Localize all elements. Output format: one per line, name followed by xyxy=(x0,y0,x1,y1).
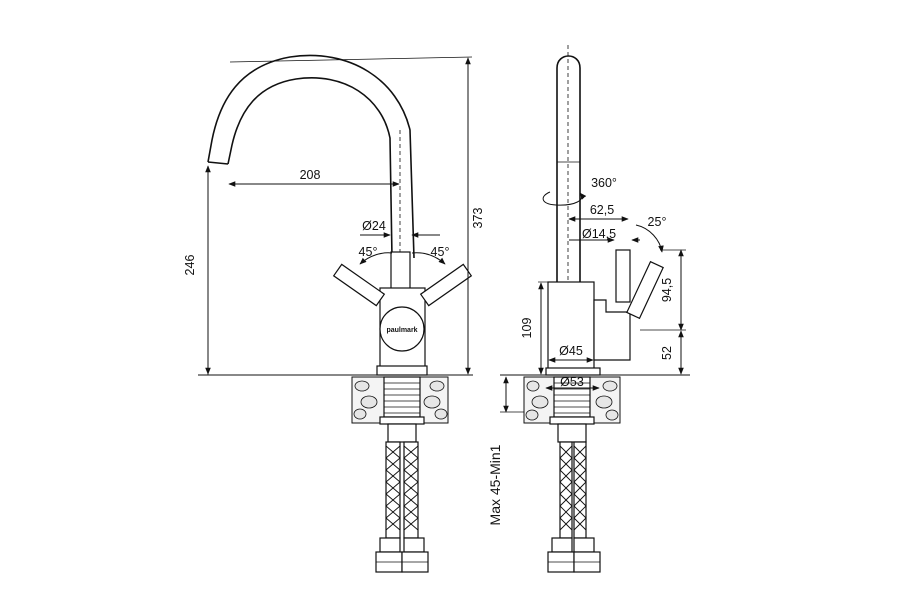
dim-mount-thickness: Max 45-Min1 xyxy=(487,444,503,525)
dim-total-height: 373 xyxy=(471,208,485,229)
front-handles xyxy=(332,252,473,307)
dim-handle-offset: 62,5 xyxy=(590,203,614,217)
angle-handle-tilt: 25° xyxy=(648,215,667,229)
front-body: paulmark xyxy=(376,251,428,376)
side-dimensions: 62,5 Ø14,5 25° 94,5 52 109 Ø45 Ø53 Max 4… xyxy=(487,203,686,525)
dim-body-height: 109 xyxy=(520,318,534,339)
dim-handle-diameter: Ø14,5 xyxy=(582,227,616,241)
front-hoses xyxy=(375,441,429,573)
side-spout xyxy=(556,55,581,282)
dim-body-diameter: Ø24 xyxy=(362,219,386,233)
dim-base-diameter: Ø53 xyxy=(560,375,584,389)
dim-handle-base-height: 52 xyxy=(660,346,674,360)
front-dimensions: 246 208 373 Ø24 45° 45° xyxy=(183,57,485,375)
dim-spout-height: 246 xyxy=(183,255,197,276)
side-hoses xyxy=(547,441,601,573)
angle-left: 45° xyxy=(359,245,378,259)
front-view: paulmark xyxy=(183,54,485,573)
swivel-angle: 360° xyxy=(591,176,617,190)
dim-side-body-diameter: Ø45 xyxy=(559,344,583,358)
front-spout xyxy=(207,54,473,375)
front-mount xyxy=(351,376,449,443)
dim-handle-length: 94,5 xyxy=(660,278,674,302)
angle-right: 45° xyxy=(431,245,450,259)
side-mount xyxy=(523,376,621,443)
side-body xyxy=(545,249,664,376)
brand-logo: paulmark xyxy=(386,327,417,334)
side-view: 360° xyxy=(487,45,690,573)
brand-logo-badge xyxy=(379,306,425,352)
dim-spout-reach: 208 xyxy=(300,168,321,182)
